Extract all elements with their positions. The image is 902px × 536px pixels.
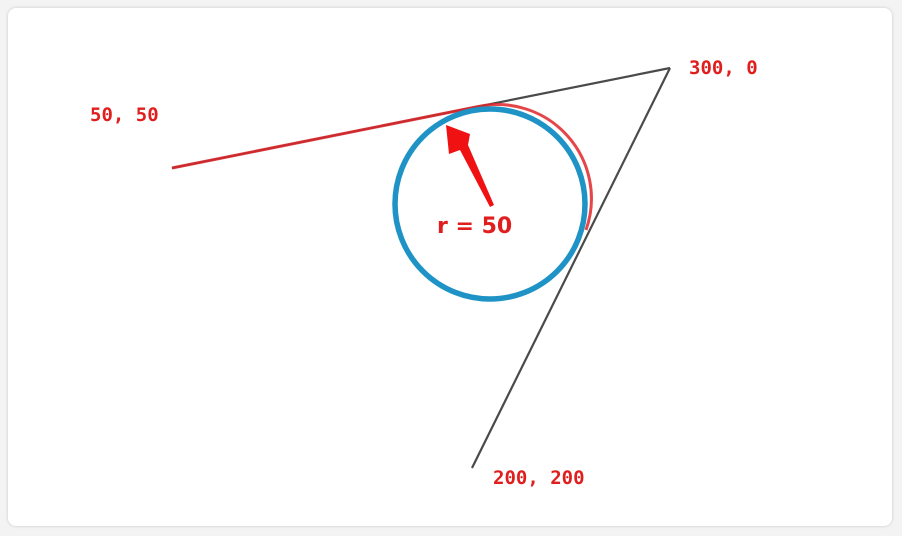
tangent-circle xyxy=(392,106,588,302)
end-point-label: 200, 200 xyxy=(493,467,585,489)
radius-label: r = 50 xyxy=(437,214,513,239)
arc-to-diagram xyxy=(171,66,671,469)
diagram-canvas: 50, 50 300, 0 200, 200 r = 50 xyxy=(8,8,892,526)
start-point-label: 50, 50 xyxy=(90,104,159,126)
arcto-path xyxy=(171,103,593,231)
corner-point-label: 300, 0 xyxy=(689,57,758,79)
radius-arrow xyxy=(446,125,494,207)
line-corner-to-end xyxy=(471,67,671,469)
